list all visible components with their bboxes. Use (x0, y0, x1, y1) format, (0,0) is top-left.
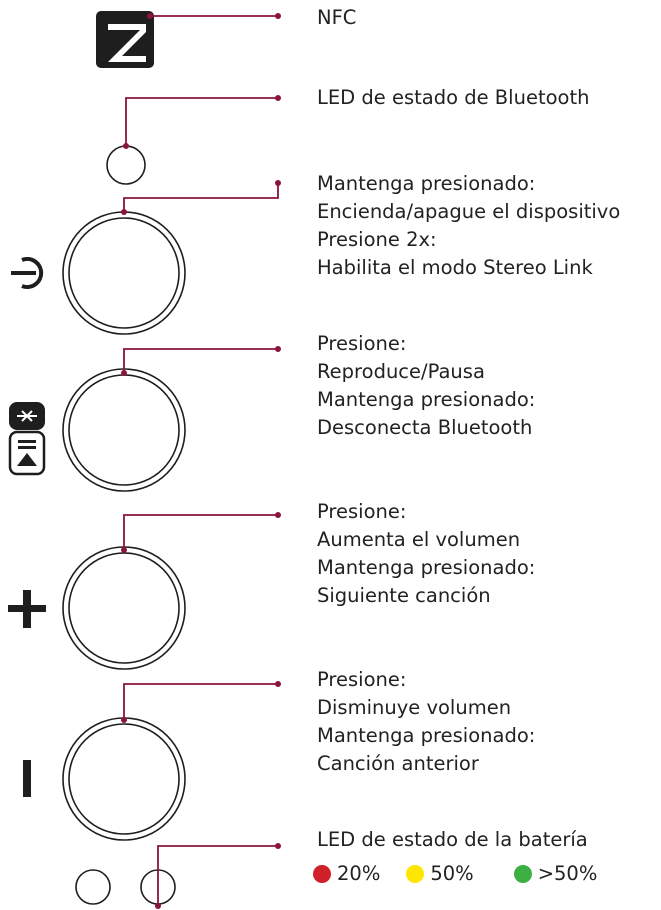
label-volume-up: Presione: Aumenta el volumen Mantenga pr… (317, 498, 535, 610)
play-pause-button (62, 368, 186, 492)
label-nfc: NFC (317, 4, 356, 32)
label-power-line: Encienda/apague el dispositivo (317, 200, 621, 223)
legend-text: 50% (430, 862, 474, 885)
label-volup-line: Mantenga presionado: (317, 556, 536, 579)
label-play-line: Desconecta Bluetooth (317, 416, 533, 439)
label-volup-line: Presione: (317, 500, 407, 523)
label-volup-line: Aumenta el volumen (317, 528, 521, 551)
label-power-line: Habilita el modo Stereo Link (317, 256, 593, 279)
legend-text: 20% (337, 862, 381, 885)
bluetooth-icon (9, 402, 45, 430)
label-nfc-line: NFC (317, 6, 357, 29)
label-power-line: Mantenga presionado: (317, 172, 536, 195)
legend-text: >50% (537, 862, 598, 885)
label-battery-line: LED de estado de la batería (317, 828, 588, 851)
legend-item-red: 20% (313, 862, 380, 885)
green-led-icon (513, 864, 532, 883)
label-bt-led-line: LED de estado de Bluetooth (317, 86, 590, 109)
label-battery: LED de estado de la batería (317, 826, 588, 854)
label-play-pause: Presione: Reproduce/Pausa Mantenga presi… (317, 330, 535, 442)
label-power-line: Presione 2x: (317, 228, 437, 251)
battery-led-left (75, 869, 111, 905)
label-voldown-line: Presione: (317, 668, 407, 691)
label-volup-line: Siguiente canción (317, 584, 491, 607)
label-bluetooth-led: LED de estado de Bluetooth (317, 84, 589, 112)
volume-up-button (62, 546, 186, 670)
play-pause-icon (8, 430, 46, 476)
label-play-line: Presione: (317, 332, 407, 355)
volume-down-button (62, 717, 186, 841)
power-button (62, 211, 186, 335)
label-play-line: Reproduce/Pausa (317, 360, 485, 383)
legend-item-yellow: 50% (406, 862, 474, 885)
battery-legend: 20% 50% >50% (313, 862, 597, 885)
label-play-line: Mantenga presionado: (317, 388, 536, 411)
yellow-led-icon (406, 864, 425, 883)
leader-lines (123, 15, 279, 906)
plus-icon (8, 590, 46, 628)
label-voldown-line: Disminuye volumen (317, 696, 512, 719)
label-voldown-line: Mantenga presionado: (317, 724, 536, 747)
label-voldown-line: Canción anterior (317, 752, 479, 775)
label-volume-down: Presione: Disminuye volumen Mantenga pre… (317, 666, 535, 778)
label-power: Mantenga presionado: Encienda/apague el … (317, 170, 620, 282)
bluetooth-led (106, 145, 146, 185)
red-led-icon (313, 864, 331, 883)
nfc-icon (96, 11, 154, 68)
minus-icon (23, 760, 31, 797)
power-icon (11, 257, 44, 289)
legend-item-green: >50% (513, 862, 598, 885)
leader-dots (121, 13, 281, 909)
